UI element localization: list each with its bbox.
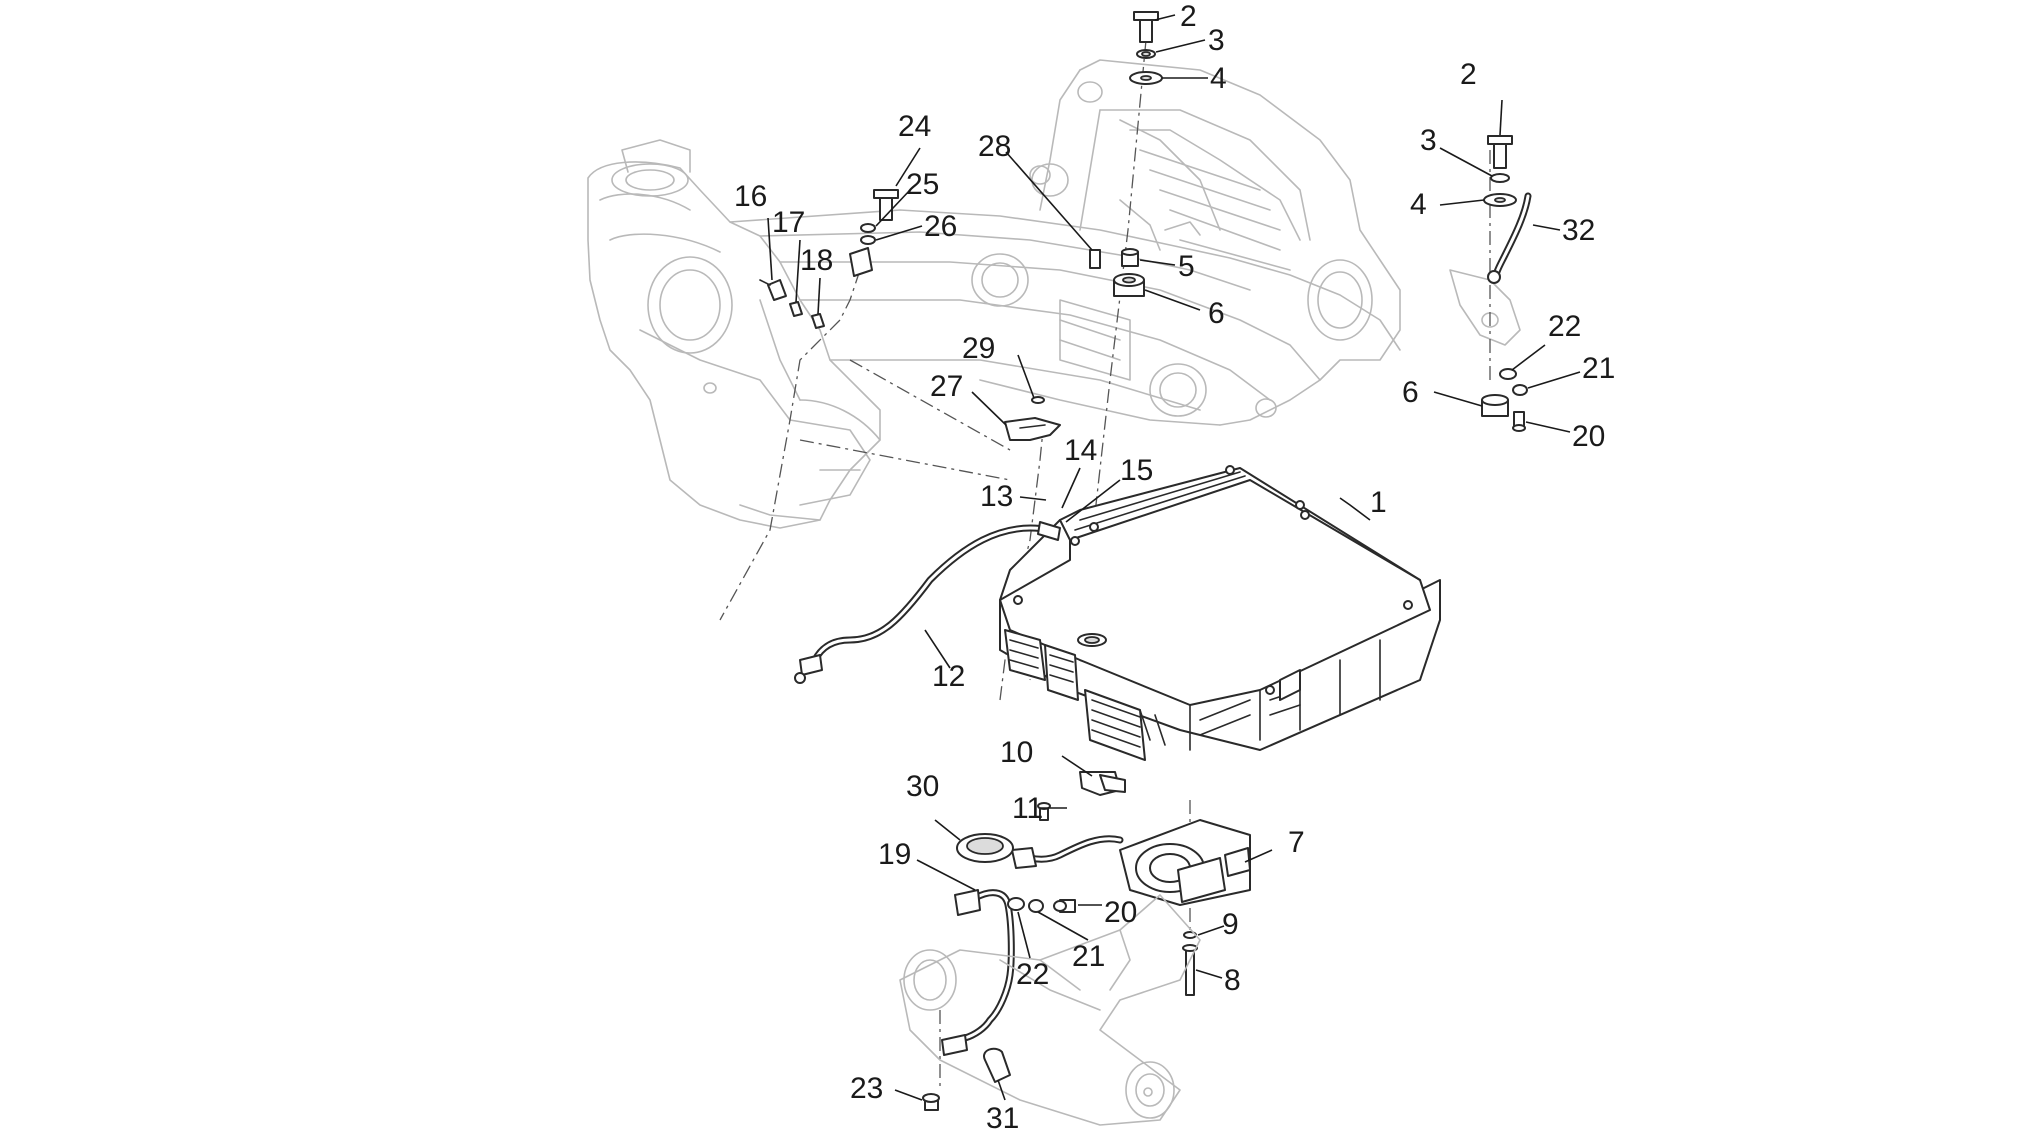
centre-mount-stack <box>1089 11 1163 297</box>
callout-14: 14 <box>1064 434 1097 467</box>
callout-21-right: 21 <box>1582 352 1615 385</box>
ground-cable <box>794 521 1061 684</box>
callout-22-lower: 22 <box>1016 958 1049 991</box>
callout-10: 10 <box>1000 736 1033 769</box>
callout-1: 1 <box>1370 486 1387 519</box>
left-fasteners <box>759 189 899 329</box>
callout-labels: 1 2 3 4 5 6 2 3 4 32 22 21 6 20 24 25 26… <box>734 0 1615 1135</box>
clip-bracket <box>1004 396 1061 441</box>
right-mount-stack <box>1481 135 1532 432</box>
callout-9: 9 <box>1222 908 1239 941</box>
callout-20-right: 20 <box>1572 420 1605 453</box>
callout-29: 29 <box>962 332 995 365</box>
callout-3-top: 3 <box>1208 24 1225 57</box>
callout-8: 8 <box>1224 964 1241 997</box>
callout-30: 30 <box>906 770 939 803</box>
side-bracket-ghost <box>1449 269 1521 346</box>
control-unit-housing <box>999 465 1441 761</box>
callout-2-top: 2 <box>1180 0 1197 33</box>
leader-lines <box>767 14 1581 1101</box>
callout-25: 25 <box>906 168 939 201</box>
callout-21-lower: 21 <box>1072 940 1105 973</box>
callout-27: 27 <box>930 370 963 403</box>
callout-6-centre: 6 <box>1208 297 1225 330</box>
callout-26: 26 <box>924 210 957 243</box>
callout-3-right: 3 <box>1420 124 1437 157</box>
callout-7: 7 <box>1288 826 1305 859</box>
frame-ghost-outline <box>587 59 1401 529</box>
callout-17: 17 <box>772 206 805 239</box>
callout-31: 31 <box>986 1102 1019 1131</box>
callout-18: 18 <box>800 244 833 277</box>
callout-6-right: 6 <box>1402 376 1419 409</box>
lower-components <box>899 771 1251 1126</box>
callout-16: 16 <box>734 180 767 213</box>
callout-28: 28 <box>978 130 1011 163</box>
callout-19: 19 <box>878 838 911 871</box>
callout-5: 5 <box>1178 250 1195 283</box>
assembly-lines <box>719 39 1491 1090</box>
callout-12: 12 <box>932 660 965 693</box>
callout-13: 13 <box>980 480 1013 513</box>
callout-32: 32 <box>1562 214 1595 247</box>
callout-20-lower: 20 <box>1104 896 1137 929</box>
callout-4-right: 4 <box>1410 188 1427 221</box>
callout-23: 23 <box>850 1072 883 1105</box>
callout-24: 24 <box>898 110 931 143</box>
callout-22-right: 22 <box>1548 310 1581 343</box>
callout-4-top: 4 <box>1210 62 1227 95</box>
callout-2-right: 2 <box>1460 58 1477 91</box>
callout-15: 15 <box>1120 454 1153 487</box>
callout-11: 11 <box>1012 792 1043 825</box>
